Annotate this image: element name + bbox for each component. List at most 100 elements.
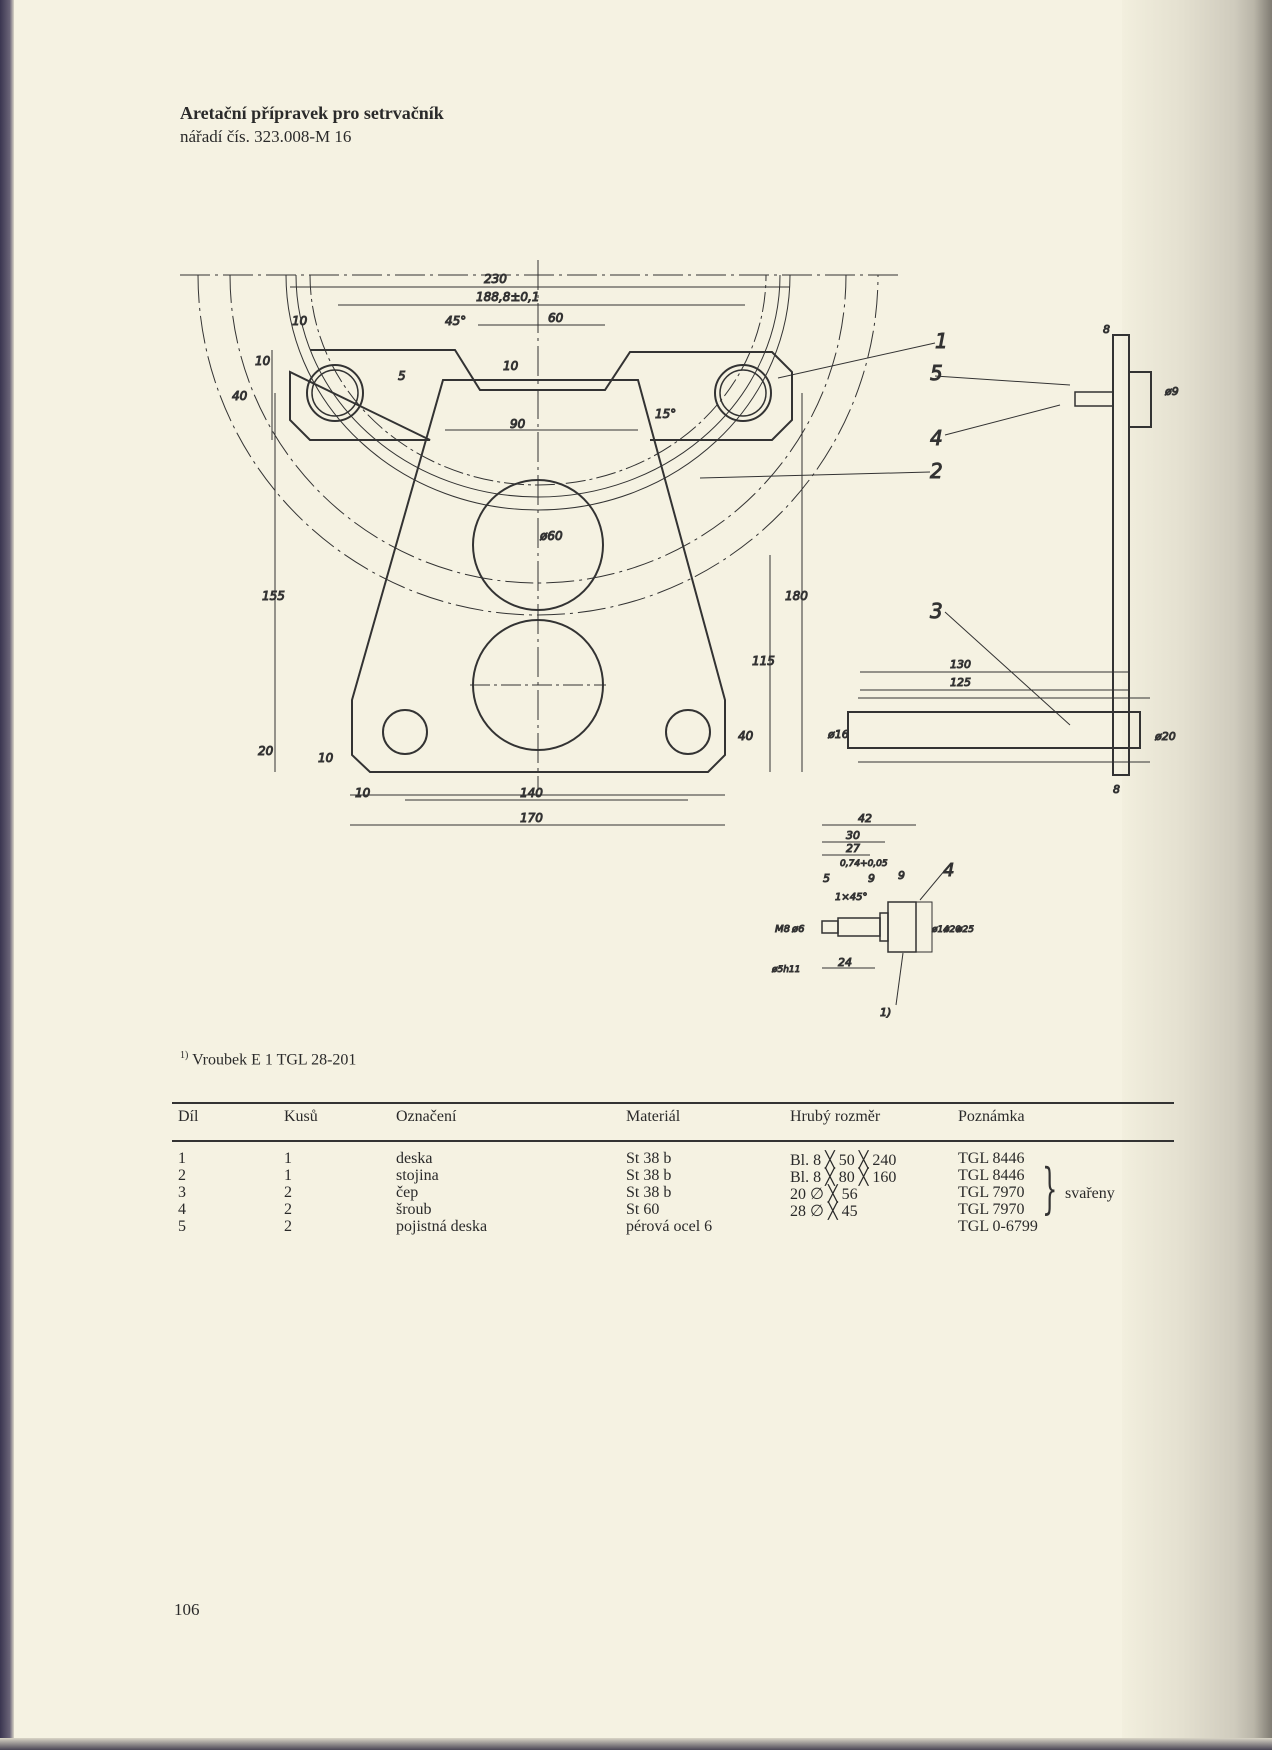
detail-callout-4: 4 — [943, 860, 954, 881]
dim-dia-60: ø60 — [539, 529, 563, 543]
cell-oznaceni: čep — [396, 1184, 419, 1201]
page-number: 106 — [174, 1600, 200, 1619]
side-view — [847, 334, 1152, 776]
header-oznaceni: Označení — [396, 1108, 457, 1125]
dim-155: 155 — [262, 589, 285, 603]
footnote-marker: 1) — [180, 1050, 189, 1061]
cell-material: St 38 b — [626, 1150, 672, 1167]
detail-dim-dia-14: ø14 — [931, 925, 949, 935]
cell-dil: 4 — [178, 1201, 186, 1218]
detail-dim-27: 27 — [846, 842, 860, 855]
page-title: Aretační přípravek pro setrvačník — [180, 103, 444, 123]
pin-hole-right — [714, 364, 772, 422]
pin-hole-left — [306, 364, 364, 422]
detail-dim-9-head: 9 — [898, 869, 905, 882]
page-curl-shadow — [1122, 0, 1272, 1750]
cell-poznamka: TGL 8446 — [958, 1150, 1025, 1167]
dim-10: 10 — [292, 314, 308, 328]
dimension-lines — [271, 286, 803, 826]
detail-dim-42: 42 — [858, 812, 872, 825]
table-top-rule — [172, 1102, 1174, 1104]
cell-poznamka: TGL 7970 — [958, 1201, 1025, 1218]
dim-10-left: 10 — [355, 786, 371, 800]
footnote: 1) Vroubek E 1 TGL 28-201 — [180, 1050, 356, 1069]
dim-115: 115 — [752, 654, 775, 668]
cell-dil: 2 — [178, 1167, 186, 1184]
callout-4: 4 — [930, 426, 943, 450]
cell-kusu: 2 — [284, 1201, 292, 1218]
header-kusu: Kusů — [284, 1108, 318, 1125]
dim-40: 40 — [232, 389, 248, 403]
cell-kusu: 2 — [284, 1184, 292, 1201]
detail-dim-dia-5h11: ø5h11 — [771, 965, 800, 975]
cell-material: St 38 b — [626, 1184, 672, 1201]
header-poznamka: Poznámka — [958, 1108, 1025, 1125]
dim-45deg: 45° — [445, 314, 466, 328]
detail-dim-0-74: 0,74+0,05 — [840, 859, 888, 869]
table-header-rule — [172, 1140, 1174, 1142]
group-brace: } — [1042, 1157, 1058, 1220]
cell-dil: 1 — [178, 1150, 186, 1167]
page-bottom-edge — [0, 1738, 1272, 1750]
cell-kusu: 1 — [284, 1167, 292, 1184]
footnote-text: Vroubek E 1 TGL 28-201 — [192, 1051, 357, 1069]
cell-kusu: 1 — [284, 1150, 292, 1167]
header-dil: Díl — [178, 1108, 199, 1125]
dim-10-bottom: 10 — [318, 751, 334, 765]
header-hruby-rozmer: Hrubý rozměr — [790, 1108, 881, 1125]
mount-hole-left — [382, 709, 428, 755]
stand-part-2 — [351, 379, 726, 773]
callout-1: 1 — [935, 329, 948, 353]
callout-3: 3 — [930, 599, 943, 623]
dim-230: 230 — [484, 272, 507, 286]
dim-10-vertical: 10 — [255, 354, 271, 368]
detail-screw-part-4 — [821, 901, 933, 953]
side-dim-8-bottom: 8 — [1113, 783, 1120, 796]
group-note: svařeny — [1065, 1185, 1115, 1202]
callout-5: 5 — [930, 361, 943, 385]
detail-dim-9: 9 — [868, 872, 875, 885]
detail-dim-dia-25: ø25 — [956, 925, 974, 935]
side-dim-dia-16: ø16 — [827, 728, 849, 741]
cell-poznamka: TGL 0-6799 — [958, 1218, 1038, 1235]
cell-hruby-rozmer: Bl. 8 ╳ 80 ╳ 160 — [790, 1169, 897, 1186]
pin-left — [311, 369, 359, 417]
dim-90: 90 — [510, 417, 526, 431]
plate-part-1 — [289, 349, 793, 441]
tool-number: nářadí čís. 323.008-M 16 — [180, 127, 352, 146]
side-dim-dia-9: ø9 — [1164, 385, 1179, 398]
cell-hruby-rozmer: Bl. 8 ╳ 50 ╳ 240 — [790, 1152, 897, 1169]
cell-material: St 60 — [626, 1201, 660, 1218]
dim-20: 20 — [258, 744, 274, 758]
header-material: Materiál — [626, 1108, 681, 1125]
callout-2: 2 — [930, 459, 943, 483]
cell-oznaceni: stojina — [396, 1167, 439, 1184]
detail-dim-dia-20: ø20 — [943, 925, 961, 935]
cell-dil: 3 — [178, 1184, 186, 1201]
side-dim-dia-20: ø20 — [1154, 730, 1176, 743]
cell-oznaceni: pojistná deska — [396, 1218, 488, 1235]
cell-kusu: 2 — [284, 1218, 292, 1235]
detail-dim-chamfer: 1×45° — [835, 892, 867, 903]
detail-dim-30: 30 — [846, 829, 860, 842]
cell-oznaceni: deska — [396, 1150, 433, 1167]
dim-60: 60 — [548, 311, 564, 325]
callout-leaders — [699, 342, 1071, 726]
dim-15deg: 15° — [655, 407, 676, 421]
dim-10-notch: 10 — [503, 359, 519, 373]
dim-180: 180 — [785, 589, 808, 603]
cell-material: St 38 b — [626, 1167, 672, 1184]
side-dim-125: 125 — [950, 676, 971, 689]
cell-oznaceni: šroub — [396, 1201, 432, 1218]
dim-188-8: 188,8±0,1 — [476, 290, 540, 304]
dim-170: 170 — [520, 811, 543, 825]
dim-140: 140 — [520, 786, 543, 800]
mount-hole-right — [665, 709, 711, 755]
cell-dil: 5 — [178, 1218, 186, 1235]
book-binding-edge — [0, 0, 14, 1750]
side-dim-130: 130 — [950, 658, 971, 671]
flywheel-outline-arcs — [180, 260, 900, 790]
dim-40-bottom: 40 — [738, 729, 754, 743]
cell-hruby-rozmer: 20 ∅ ╳ 56 — [790, 1186, 858, 1203]
